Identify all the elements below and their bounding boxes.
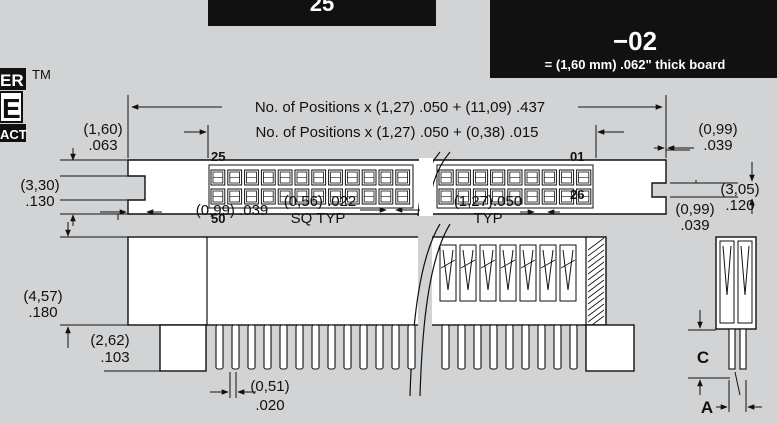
standoff-right [585,324,635,372]
svg-text:ACT: ACT [0,127,27,142]
svg-text:TYP: TYP [473,210,502,227]
svg-text:.020: .020 [255,397,284,414]
pin-label-26: 26 [570,187,584,202]
connector-end-view [715,236,757,396]
svg-text:SQ TYP: SQ TYP [291,210,346,227]
pin-label-01: 01 [570,149,584,164]
svg-text:(0,51): (0,51) [250,378,289,395]
label-a: A [701,398,713,417]
svg-text:(2,62): (2,62) [90,332,129,349]
trademark-mark: TM [32,67,51,82]
svg-text:(0,99): (0,99) [675,201,714,218]
contact-grid-left [208,164,414,209]
svg-text:.180: .180 [28,304,57,321]
svg-text:(3,05): (3,05) [720,181,759,198]
svg-text:.063: .063 [88,137,117,154]
svg-text:.130: .130 [25,193,54,210]
svg-text:.120: .120 [725,197,754,214]
svg-text:.039: .039 [703,137,732,154]
svg-text:(1,27).050: (1,27).050 [454,193,522,210]
label-c: C [697,348,709,367]
pin-label-50: 50 [211,211,225,226]
svg-text:(4,57): (4,57) [23,288,62,305]
svg-text:(1,60): (1,60) [83,121,122,138]
positions-box [208,0,436,26]
svg-text:(3,30): (3,30) [20,177,59,194]
svg-text:.039: .039 [680,217,709,234]
standoff-left [159,324,207,372]
pin-label-25: 25 [211,149,225,164]
svg-text:(0,99): (0,99) [698,121,737,138]
positions-value: 25 [310,0,334,16]
board-code: −02 [613,26,657,56]
svg-text:.103: .103 [100,349,129,366]
svg-text:E: E [2,93,21,124]
svg-text:(0,56) .022: (0,56) .022 [284,193,357,210]
contact-grid-right [436,164,594,209]
contact-span-dim: No. of Positions x (1,27) .050 + (0,38) … [255,124,538,141]
svg-text:(0,99) .039: (0,99) .039 [196,202,269,219]
svg-text:ER: ER [0,71,24,90]
board-description: = (1,60 mm) .062" thick board [545,57,726,72]
brand-logo: ER E ACT TM [0,67,51,142]
overall-length-dim: No. of Positions x (1,27) .050 + (11,09)… [255,99,545,116]
board-thickness-box [490,0,777,78]
